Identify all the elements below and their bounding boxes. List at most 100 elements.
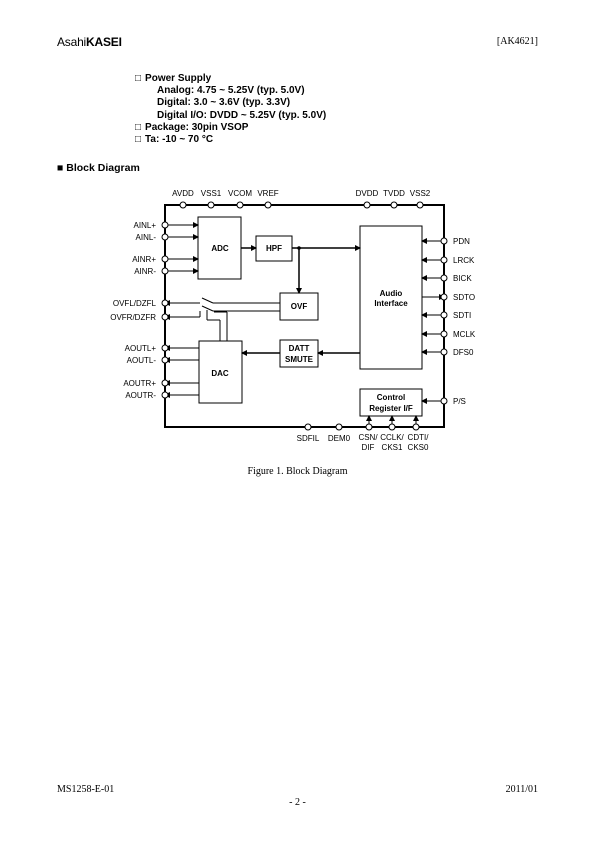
logo-brand: KASEI [86,35,122,49]
pin-sdto-icon [440,293,448,301]
label-pdn: PDN [453,237,470,246]
label-csn: CSN/ [358,433,378,442]
pin-vss1-icon [207,201,215,209]
pin-ovfr-icon [161,313,169,321]
label-sdto: SDTO [453,293,475,302]
pin-label-avdd: AVDD [172,189,194,198]
pin-aoutr-minus-icon [161,391,169,399]
label-sdti: SDTI [453,311,471,320]
pin-label-tvdd: TVDD [383,189,405,198]
section-heading: ■ Block Diagram [57,162,140,174]
footer-date: 2011/01 [505,784,538,795]
pin-vcom-icon [236,201,244,209]
pin-pdn-icon [440,237,448,245]
pin-sdti-icon [440,311,448,319]
pin-ainl-minus-icon [161,233,169,241]
label-ps: P/S [453,397,466,406]
pin-ainr-minus-icon [161,267,169,275]
label-dif: DIF [362,443,375,452]
pin-lrck-icon [440,256,448,264]
figure-caption: Figure 1. Block Diagram [247,466,348,477]
label-ainl-plus: AINL+ [134,221,157,230]
label-ovfr-dzfr: OVFR/DZFR [110,313,156,322]
pin-sdfil-icon [304,423,312,431]
audio-interface-block [359,225,423,370]
spec-digital: Digital: 3.0 ~ 3.6V (typ. 3.3V) [157,97,291,108]
pin-label-vss1: VSS1 [201,189,222,198]
pin-label-dvdd: DVDD [356,189,379,198]
adc-label: ADC [211,244,229,253]
hpf-label: HPF [266,244,282,253]
label-cks0: CKS0 [408,443,429,452]
pin-bick-icon [440,274,448,282]
label-lrck: LRCK [453,256,475,265]
ovf-block [279,292,319,321]
pin-tvdd-icon [390,201,398,209]
label-sdfil: SDFIL [297,434,320,443]
pin-aoutl-plus-icon [161,344,169,352]
company-logo: AsahiKASEI [57,35,122,49]
pin-label-vss2: VSS2 [410,189,431,198]
filled-square-icon: ■ [57,162,67,174]
interface-label: Interface [374,299,408,308]
spec-power-supply: □Power Supply [135,73,211,85]
label-bick: BICK [453,274,472,283]
spec-ta-label: Ta: -10 ~ 70 °C [145,134,214,145]
label-aoutl-plus: AOUTL+ [125,344,157,353]
label-dfs0: DFS0 [453,348,474,357]
label-ovfl-dzfl: OVFL/DZFL [113,299,157,308]
label-cdti: CDTI/ [408,433,430,442]
pin-vref-icon [264,201,272,209]
spec-power-supply-label: Power Supply [145,73,212,84]
pin-dfs0-icon [440,348,448,356]
pin-mclk-icon [440,330,448,338]
ovf-label: OVF [291,302,308,311]
input-pin-circles [161,221,169,275]
pin-avdd-icon [179,201,187,209]
checkbox-square-icon: □ [135,122,142,133]
spec-ta: □Ta: -10 ~ 70 °C [135,134,213,146]
datt-label: DATT [289,344,310,353]
control-label: Control [377,393,405,402]
checkbox-square-icon: □ [135,73,142,84]
pin-csn-icon [365,423,373,431]
spec-package: □Package: 30pin VSOP [135,122,248,134]
audio-label: Audio [380,289,403,298]
pin-ainr-plus-icon [161,255,169,263]
label-dem0: DEM0 [328,434,351,443]
pin-cdti-icon [412,423,420,431]
label-mclk: MCLK [453,330,476,339]
document-id: [AK4621] [496,36,538,47]
datt-smute-block [279,339,319,368]
label-aoutr-plus: AOUTR+ [123,379,156,388]
dac-block [198,340,243,404]
spec-analog: Analog: 4.75 ~ 5.25V (typ. 5.0V) [157,85,305,96]
pin-label-vcom: VCOM [228,189,252,198]
pin-dvdd-icon [363,201,371,209]
smute-label: SMUTE [285,355,314,364]
adc-block [197,216,242,280]
label-ainr-minus: AINR- [134,267,156,276]
spec-package-label: Package: 30pin VSOP [145,122,249,133]
label-aoutr-minus: AOUTR- [125,391,156,400]
label-cclk: CCLK/ [380,433,404,442]
label-ainr-plus: AINR+ [132,255,156,264]
register-if-label: Register I/F [369,404,413,413]
top-pin-circles [179,201,424,209]
logo-prefix: Asahi [57,35,87,49]
pin-aoutr-plus-icon [161,379,169,387]
spec-digital-io: Digital I/O: DVDD ~ 5.25V (typ. 5.0V) [157,110,327,121]
pin-vss2-icon [416,201,424,209]
switch-1-blade [201,297,214,304]
control-register-block [359,388,423,417]
section-heading-label: Block Diagram [66,162,140,174]
pin-cclk-icon [388,423,396,431]
pin-ainl-plus-icon [161,221,169,229]
pin-label-vref: VREF [257,189,278,198]
label-cks1: CKS1 [382,443,403,452]
footer-page-number: - 2 - [289,797,306,808]
checkbox-square-icon: □ [135,134,142,145]
switch-2-blade [201,305,214,312]
label-aoutl-minus: AOUTL- [127,356,157,365]
